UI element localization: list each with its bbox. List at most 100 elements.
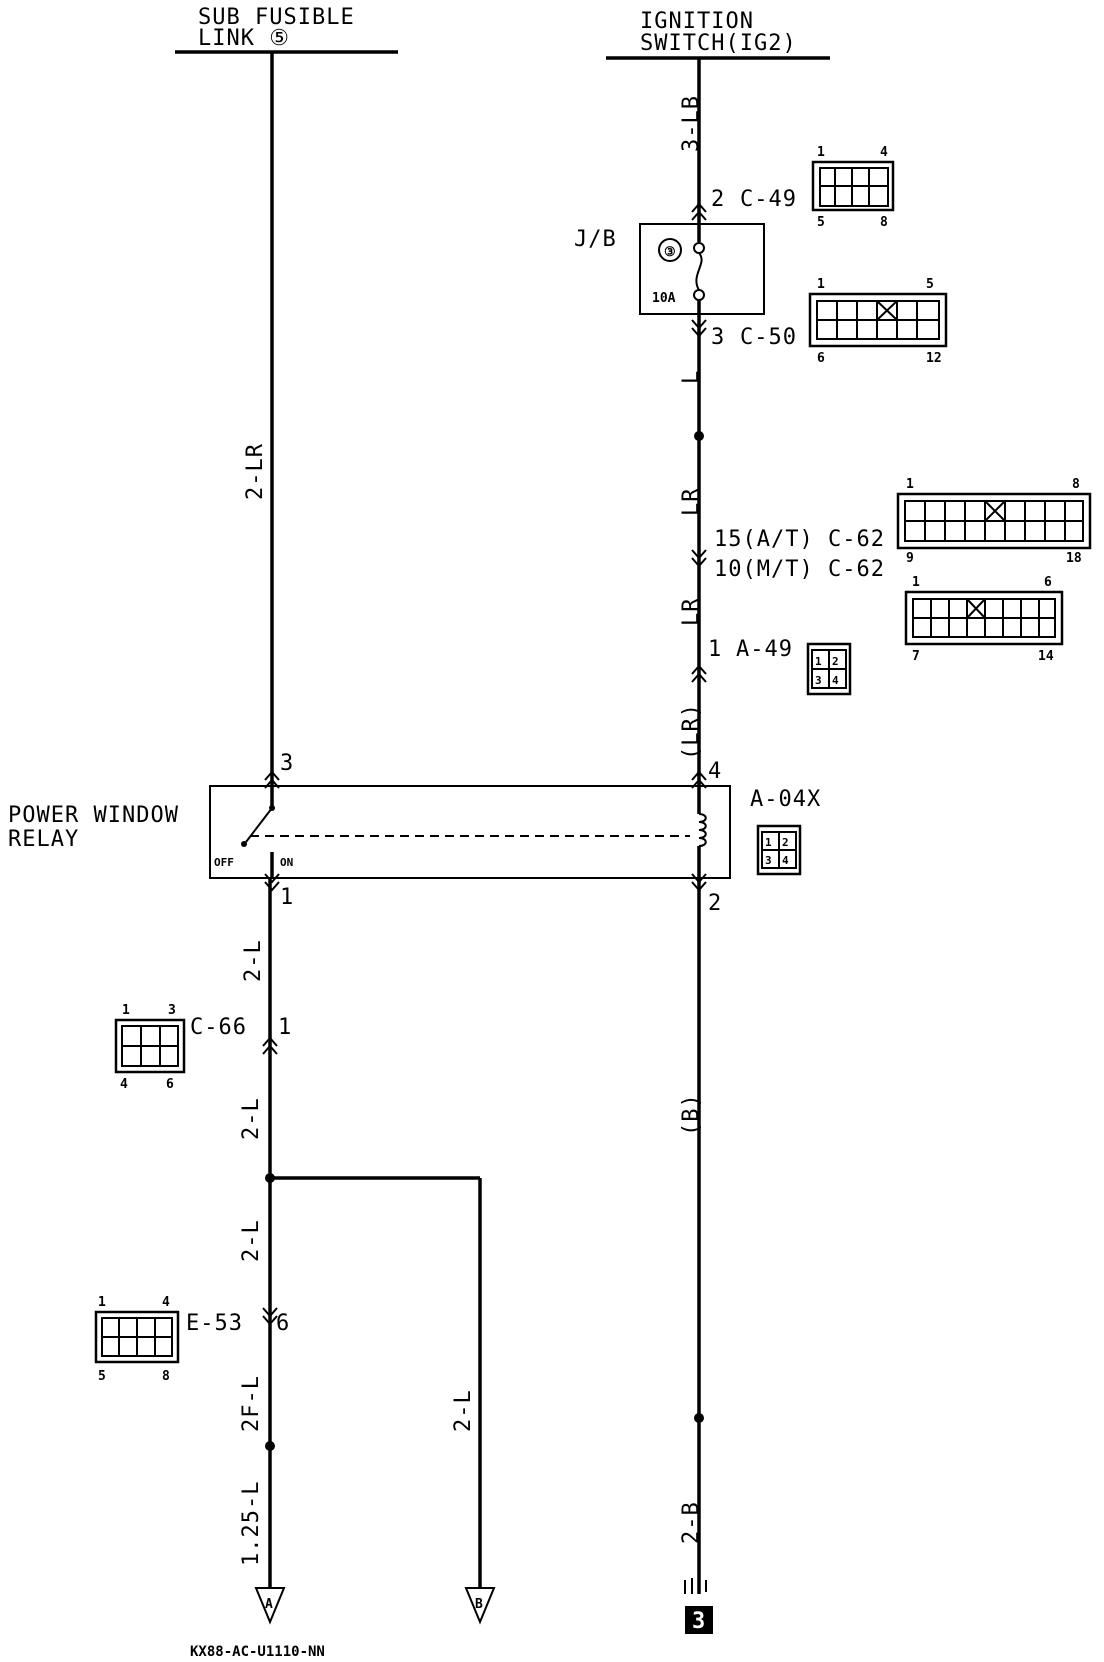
c62-b-pin-6: 6 — [1044, 575, 1052, 590]
relay-switch-contact — [241, 786, 275, 878]
wire-label-2-b: 2-B — [679, 1501, 704, 1544]
relay-pin-3: 3 — [280, 751, 294, 776]
c49-name: C-49 — [740, 187, 797, 212]
sub-fusible-link-label-1: SUB FUSIBLE — [198, 5, 355, 30]
c66-connector-mark — [262, 1036, 278, 1055]
c62-connector-face-b — [904, 590, 1064, 646]
wire-label-l: L — [679, 370, 704, 384]
a49-cell-4: 4 — [832, 674, 839, 687]
c62-connector-face-a — [896, 492, 1092, 550]
power-window-relay-box — [209, 785, 731, 879]
c66-pin-1: 1 — [122, 1003, 130, 1018]
relay-pin-2: 2 — [708, 891, 722, 916]
c49-connector-mark — [691, 202, 707, 221]
a49-cell-3: 3 — [815, 674, 822, 687]
c62-a-pin-9: 9 — [906, 551, 914, 566]
e53-name: E-53 — [186, 1311, 243, 1336]
c62-connector-mark — [691, 549, 707, 568]
wire-label-branch-2-l: 2-L — [451, 1389, 476, 1432]
c62-a-pin-18: 18 — [1066, 551, 1082, 566]
c49-pin-8: 8 — [880, 215, 888, 230]
c50-connector-mark — [691, 319, 707, 338]
c62-mt-label: 10(M/T) C-62 — [714, 557, 885, 582]
c49-connector-face — [811, 160, 895, 212]
a04x-connector-face — [756, 824, 802, 876]
fuse-symbol — [693, 224, 705, 314]
splice-point-right-2 — [694, 1413, 704, 1423]
e53-pin-8: 8 — [162, 1369, 170, 1384]
c49-pin-4: 4 — [880, 145, 888, 160]
terminal-b-triangle — [464, 1587, 496, 1625]
wire-label-2-lr: 2-LR — [243, 443, 268, 500]
ignition-switch-label-2: SWITCH(IG2) — [640, 31, 797, 56]
c49-pin-5: 5 — [817, 215, 825, 230]
e53-pin: 6 — [276, 1311, 290, 1336]
e53-connector-face — [94, 1310, 180, 1364]
wire-label-2-l-a: 2-L — [241, 939, 266, 982]
wire-label-lr-2: LR — [679, 598, 704, 627]
c66-pin-6: 6 — [166, 1077, 174, 1092]
c62-b-pin-1: 1 — [912, 575, 920, 590]
sub-fusible-link-label-2: LINK ⑤ — [198, 26, 290, 51]
relay-pin-1: 1 — [280, 885, 294, 910]
a04x-cell-3: 3 — [765, 854, 772, 867]
fuse-number: ③ — [664, 245, 676, 260]
c66-pin-4: 4 — [120, 1077, 128, 1092]
c50-pin-12: 12 — [926, 351, 942, 366]
relay-label-2: RELAY — [8, 827, 79, 852]
wire-label-3-lb: 3-LB — [679, 95, 704, 152]
c50-connector-face — [808, 292, 948, 348]
relay-pin-4-mark — [691, 770, 707, 789]
splice-point-right-1 — [694, 431, 704, 441]
terminal-b-label: B — [475, 1597, 483, 1612]
a49-cell-2: 2 — [832, 655, 839, 668]
c50-pin-1: 1 — [817, 277, 825, 292]
c62-a-pin-8: 8 — [1072, 477, 1080, 492]
wire-label-2-l-b: 2-L — [239, 1097, 264, 1140]
a04x-cell-4: 4 — [782, 854, 789, 867]
ground-point-badge — [685, 1606, 713, 1634]
a49-pin: 1 — [708, 637, 722, 662]
c62-a-pin-1: 1 — [906, 477, 914, 492]
fuse-rating: 10A — [652, 291, 676, 306]
a49-name: A-49 — [736, 637, 793, 662]
c66-name: C-66 — [190, 1015, 247, 1040]
c50-pin-5: 5 — [926, 277, 934, 292]
e53-pin-4: 4 — [162, 1295, 170, 1310]
c49-pin-1: 1 — [817, 145, 825, 160]
a49-connector-mark — [691, 664, 707, 683]
e53-pin-1: 1 — [98, 1295, 106, 1310]
a49-connector-face — [806, 642, 852, 696]
c66-pin: 1 — [278, 1015, 292, 1040]
c62-b-pin-7: 7 — [912, 649, 920, 664]
wire-label-1-25-l: 1.25-L — [239, 1481, 264, 1566]
ground-point-number: 3 — [692, 1609, 706, 1634]
ignition-switch-label-1: IGNITION — [640, 9, 754, 34]
c66-pin-3: 3 — [168, 1003, 176, 1018]
relay-off-label: OFF — [214, 856, 234, 869]
a04x-cell-1: 1 — [765, 836, 772, 849]
terminal-a-label: A — [265, 1597, 273, 1612]
relay-connector-name: A-04X — [750, 787, 821, 812]
c66-connector-face — [114, 1018, 186, 1074]
c50-pin-6: 6 — [817, 351, 825, 366]
wire-label-lr-paren: (LR) — [679, 703, 704, 760]
c62-b-pin-14: 14 — [1038, 649, 1054, 664]
a04x-cell-2: 2 — [782, 836, 789, 849]
fuse-number-circle — [658, 238, 682, 262]
relay-label-1: POWER WINDOW — [8, 803, 179, 828]
diagram-code: KX88-AC-U1110-NN — [190, 1644, 325, 1660]
wire-label-b-paren: (B) — [679, 1093, 704, 1136]
relay-on-label: ON — [280, 856, 293, 869]
relay-coil — [697, 786, 707, 878]
ground-icon — [684, 1578, 707, 1594]
e53-pin-5: 5 — [98, 1369, 106, 1384]
wire-label-lr-1: LR — [679, 488, 704, 517]
splice-point-left-2 — [265, 1441, 275, 1451]
wire-label-2-l-c: 2-L — [239, 1219, 264, 1262]
c50-pin: 3 — [711, 325, 725, 350]
relay-pin-4: 4 — [708, 759, 722, 784]
junction-box-label: J/B — [574, 227, 617, 252]
